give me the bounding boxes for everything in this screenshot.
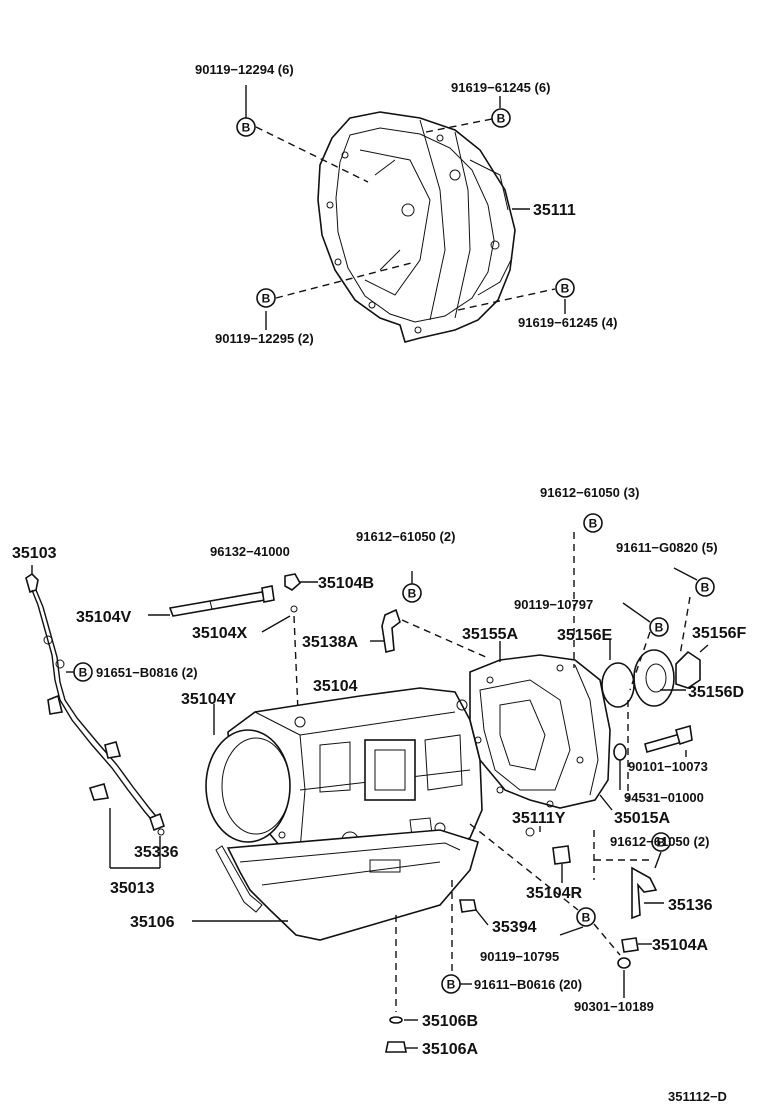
label-91611-G0820: 91611−G0820 (5) xyxy=(616,540,718,555)
label-91651-B0816: 91651−B0816 (2) xyxy=(96,665,198,680)
b-marker: B xyxy=(589,517,598,531)
b-marker: B xyxy=(447,978,456,992)
b-marker: B xyxy=(701,581,710,595)
bottom-b-markers: B B B B B B B B xyxy=(73,513,715,994)
label-91612-61050-2b: 91612−61050 (2) xyxy=(610,834,709,849)
label-91612-61050-2a: 91612−61050 (2) xyxy=(356,529,455,544)
magnet-35394 xyxy=(459,899,477,913)
label-35138A: 35138A xyxy=(302,634,358,651)
label-91619-61245-6: 91619−61245 (6) xyxy=(451,80,550,95)
top-leaders xyxy=(245,85,566,330)
figure-id: 351112−D xyxy=(668,1089,727,1104)
b-marker: B xyxy=(408,587,417,601)
bracket-35138A xyxy=(381,608,401,653)
dipstick-assembly xyxy=(25,572,165,836)
bell-seal-35104Y xyxy=(205,729,291,843)
label-35156D: 35156D xyxy=(688,684,744,701)
label-90119-10795: 90119−10795 xyxy=(480,949,559,964)
label-94531-01000: 94531−01000 xyxy=(624,790,704,805)
label-35155A: 35155A xyxy=(462,626,518,643)
label-35103: 35103 xyxy=(12,545,57,562)
label-35106: 35106 xyxy=(130,914,175,931)
label-35104R: 35104R xyxy=(526,885,582,902)
label-35156E: 35156E xyxy=(557,627,612,644)
flange-35156D xyxy=(633,649,701,707)
label-35106A: 35106A xyxy=(422,1041,478,1058)
label-35015A: 35015A xyxy=(614,810,670,827)
label-35136: 35136 xyxy=(668,897,713,914)
label-35104A: 35104A xyxy=(652,937,708,954)
bottom-dashed-leaders xyxy=(469,532,698,956)
label-35111: 35111 xyxy=(533,202,576,219)
b-marker: B xyxy=(582,911,591,925)
label-90301-10189: 90301−10189 xyxy=(574,999,654,1014)
b-marker: B xyxy=(79,666,88,680)
plug-35104A xyxy=(621,937,639,953)
label-91611-B0616: 91611−B0616 (20) xyxy=(474,977,582,992)
pin-35111Y xyxy=(525,827,535,837)
label-90101-10073: 90101−10073 xyxy=(628,759,708,774)
b-marker: B xyxy=(242,121,251,135)
bolt-35104R xyxy=(552,845,571,865)
label-96132-41000: 96132−41000 xyxy=(210,544,290,559)
label-35013: 35013 xyxy=(110,880,155,897)
label-35104Y: 35104Y xyxy=(181,691,236,708)
b-marker: B xyxy=(561,282,570,296)
top-b-markers: B B B B xyxy=(236,108,575,308)
washer-94531-01000 xyxy=(613,743,627,761)
b-marker: B xyxy=(262,292,271,306)
oring-35156E xyxy=(601,662,635,708)
oring-90301-10189 xyxy=(617,957,631,969)
label-35106B: 35106B xyxy=(422,1013,478,1030)
label-35104: 35104 xyxy=(313,678,358,695)
b-marker: B xyxy=(497,112,506,126)
label-35104V: 35104V xyxy=(76,609,131,626)
b-marker: B xyxy=(657,836,666,850)
label-35111Y: 35111Y xyxy=(512,810,566,827)
label-90119-12295: 90119−12295 (2) xyxy=(215,331,314,346)
lever-35136 xyxy=(631,866,658,920)
bolt-90101-10073 xyxy=(644,733,683,753)
label-91619-61245-4: 91619−61245 (4) xyxy=(518,315,617,330)
label-35104B: 35104B xyxy=(318,575,374,592)
b-marker: B xyxy=(655,621,664,635)
label-90119-10797: 90119−10797 xyxy=(514,597,593,612)
drain-plug-35106A xyxy=(385,1041,407,1053)
label-35336: 35336 xyxy=(134,844,179,861)
oil-pan-35106 xyxy=(215,829,479,941)
transmission-housing-35111 xyxy=(317,111,516,343)
breather-tube xyxy=(168,573,302,617)
label-91612-61050-3: 91612−61050 (3) xyxy=(540,485,639,500)
label-90119-12294: 90119−12294 (6) xyxy=(195,62,294,77)
label-35156F: 35156F xyxy=(692,625,746,642)
drain-gasket-35106B xyxy=(389,1016,403,1024)
label-35394: 35394 xyxy=(492,919,537,936)
extension-housing-35155A xyxy=(469,654,611,809)
label-35104X: 35104X xyxy=(192,625,247,642)
